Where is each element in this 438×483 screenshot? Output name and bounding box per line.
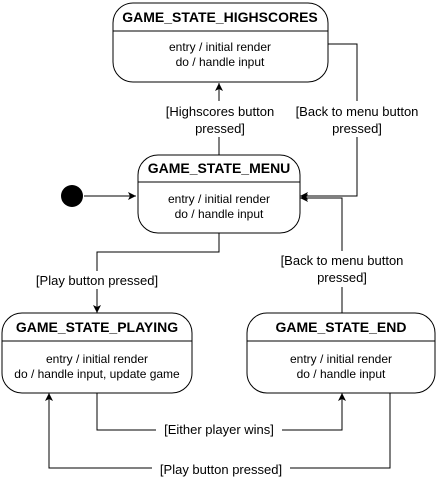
label-player-wins: [Either player wins]: [156, 421, 282, 439]
svg-text:pressed]: pressed]: [332, 121, 382, 136]
label-highscores-back-to-menu: [Back to menu button pressed]: [289, 101, 425, 137]
initial-state-dot: [61, 185, 83, 207]
state-playing-do: do / handle input, update game: [14, 367, 180, 381]
svg-text:pressed]: pressed]: [317, 270, 367, 285]
label-play-again: [Play button pressed]: [152, 460, 290, 478]
state-end-name: GAME_STATE_END: [276, 319, 407, 335]
svg-text:[Play button pressed]: [Play button pressed]: [160, 462, 282, 477]
state-end-do: do / handle input: [297, 367, 386, 381]
label-to-playing: [Play button pressed]: [30, 271, 164, 289]
state-highscores-name: GAME_STATE_HIGHSCORES: [122, 9, 318, 25]
label-end-back-to-menu: [Back to menu button pressed]: [272, 251, 412, 287]
svg-text:[Highscores button: [Highscores button: [166, 104, 274, 119]
state-menu-do: do / handle input: [175, 207, 264, 221]
state-highscores-entry: entry / initial render: [169, 40, 271, 54]
svg-text:[Play button pressed]: [Play button pressed]: [36, 273, 158, 288]
svg-text:[Either player wins]: [Either player wins]: [164, 422, 274, 437]
svg-text:pressed]: pressed]: [195, 121, 245, 136]
state-highscores: GAME_STATE_HIGHSCORES entry / initial re…: [112, 2, 329, 83]
label-to-highscores: [Highscores button pressed]: [156, 101, 284, 137]
state-highscores-do: do / handle input: [176, 55, 265, 69]
svg-text:[Back to menu button: [Back to menu button: [281, 253, 404, 268]
svg-text:[Back to menu button: [Back to menu button: [296, 104, 419, 119]
state-end-entry: entry / initial render: [290, 352, 392, 366]
state-playing: GAME_STATE_PLAYING entry / initial rende…: [1, 312, 193, 394]
state-end: GAME_STATE_END entry / initial render do…: [246, 312, 436, 394]
state-playing-name: GAME_STATE_PLAYING: [16, 319, 178, 335]
state-playing-entry: entry / initial render: [46, 352, 148, 366]
state-menu: GAME_STATE_MENU entry / initial render d…: [137, 154, 301, 234]
state-menu-entry: entry / initial render: [168, 192, 270, 206]
state-menu-name: GAME_STATE_MENU: [148, 160, 291, 176]
